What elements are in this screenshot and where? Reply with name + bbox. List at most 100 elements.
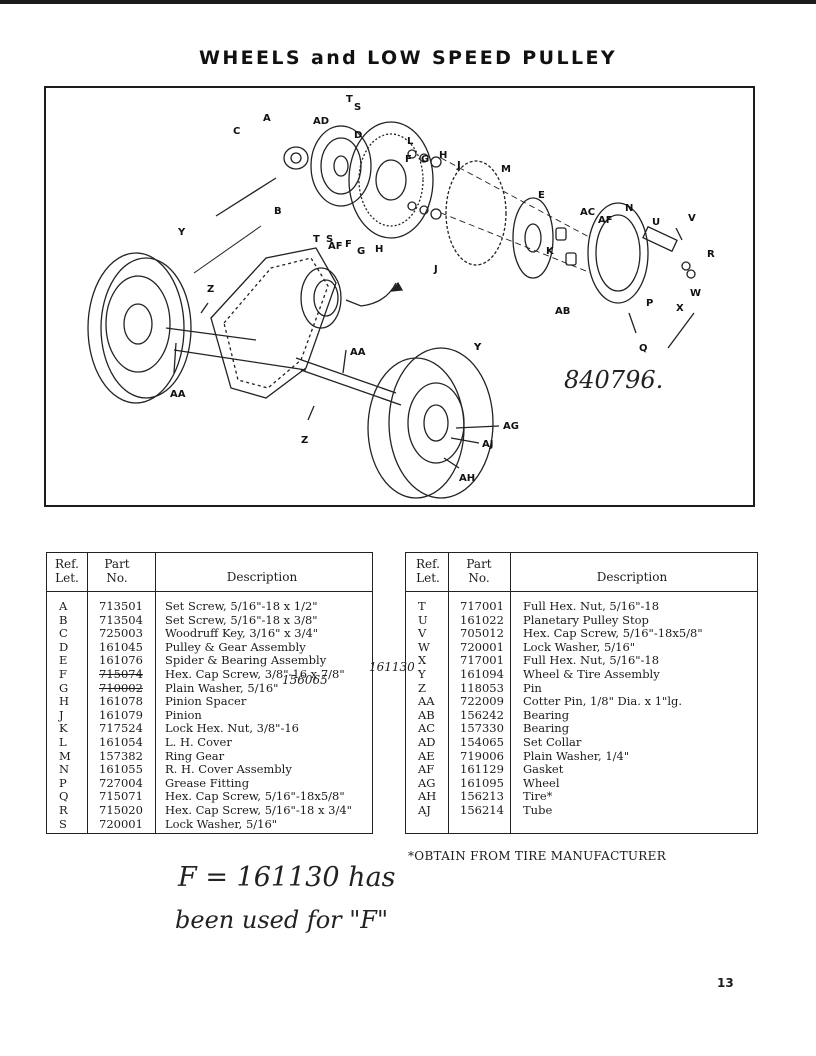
part-header: Part: [466, 557, 492, 571]
ref-letter: B: [59, 612, 68, 627]
handwritten-serial: 840796.: [564, 366, 663, 394]
ref-letter: D: [59, 639, 69, 654]
callout-label: L: [407, 136, 414, 147]
part-description: Pin: [523, 680, 542, 695]
handwritten-f-correction: 161130: [369, 660, 415, 674]
part-number: 717524: [99, 721, 143, 736]
callout-label: D: [354, 130, 362, 141]
ref-letter: M: [59, 748, 71, 763]
column-divider: [448, 553, 449, 833]
ref-letter: AC: [418, 721, 436, 736]
footnote: *OBTAIN FROM TIRE MANUFACTURER: [408, 849, 667, 863]
part-description: Grease Fitting: [165, 775, 250, 790]
ref-letter: T: [418, 599, 426, 613]
part-description: Cotter Pin, 1/8" Dia. x 1"lg.: [523, 694, 683, 709]
table-row: J 161079 Pinion: [47, 707, 372, 723]
part-description: Bearing: [523, 721, 570, 736]
ref-letter: C: [59, 626, 68, 641]
table-row: C 725003 Woodruff Key, 3/16" x 3/4": [47, 627, 372, 641]
callout-label: V: [688, 213, 696, 224]
part-number: 720001: [460, 639, 504, 654]
part-description: Pinion: [165, 707, 202, 722]
part-number: 719006: [460, 748, 504, 763]
callout-label: AF: [598, 215, 613, 226]
part-number: 161079: [99, 707, 143, 722]
callout-label: AA: [350, 347, 366, 358]
callout-label: T: [346, 94, 353, 105]
part-description: Gasket: [523, 762, 564, 777]
callout-label: AC: [580, 207, 595, 218]
callout-label: H: [439, 150, 447, 161]
part-description: Plain Washer, 5/16": [165, 680, 279, 695]
ref-letter: AF: [418, 762, 435, 777]
top-rule: [0, 0, 816, 4]
callout-label: F: [405, 154, 412, 165]
no-header: No.: [468, 571, 490, 585]
callout-label: Z: [207, 284, 214, 295]
part-number: 715071: [99, 789, 143, 804]
callout-label: W: [690, 288, 701, 299]
ref-header: Ref.: [416, 557, 440, 571]
table-row: T 717001 Full Hex. Nut, 5/16"-18: [406, 599, 757, 614]
part-description: Full Hex. Nut, 5/16"-18: [523, 599, 660, 613]
callout-label: S: [326, 234, 333, 245]
ref-letter: F: [59, 667, 67, 681]
callout-label: P: [646, 298, 653, 309]
part-number: 161094: [460, 667, 504, 681]
part-number: 715020: [99, 803, 143, 817]
ref-letter: AB: [418, 707, 435, 722]
ref-letter: V: [418, 626, 427, 641]
part-description: Woodruff Key, 3/16" x 3/4": [165, 626, 319, 641]
part-number: 727004: [99, 775, 143, 790]
page-title: WHEELS and LOW SPEED PULLEY: [199, 47, 617, 69]
callout-label: F: [345, 239, 352, 250]
part-description: Full Hex. Nut, 5/16"-18: [523, 653, 660, 668]
part-description: Planetary Pulley Stop: [523, 612, 649, 627]
part-description: Hex. Cap Screw, 5/16"-18x5/8": [165, 789, 345, 804]
part-number: 710002: [99, 680, 143, 695]
part-number: 725003: [99, 626, 143, 641]
part-description: Ring Gear: [165, 748, 225, 763]
callout-label: AF: [328, 241, 343, 252]
part-description: R. H. Cover Assembly: [165, 762, 292, 777]
callout-label: B: [274, 206, 282, 217]
callout-label: S: [354, 102, 361, 113]
callout-label: U: [652, 217, 660, 228]
callout-label: X: [676, 303, 684, 314]
callout-label: T: [313, 234, 320, 245]
part-number: 720001: [99, 816, 143, 831]
ref-letter: J: [59, 707, 64, 722]
part-number: 717001: [460, 599, 504, 613]
ref-letter: S: [59, 816, 67, 831]
table-header: Ref. Let. Part No. Description: [406, 553, 757, 592]
part-number: 705012: [460, 626, 504, 641]
callout-label: AB: [555, 306, 570, 317]
part-number: 161045: [99, 639, 143, 654]
no-header: No.: [106, 571, 128, 585]
column-divider: [87, 553, 88, 833]
callout-label: E: [538, 190, 545, 201]
description-header: Description: [226, 570, 298, 584]
column-divider: [155, 553, 156, 833]
part-description: Wheel & Tire Assembly: [523, 667, 660, 681]
ref-letter: L: [59, 735, 67, 749]
ref-letter: AG: [418, 775, 436, 790]
table-header: Ref. Let. Part No. Description: [47, 553, 372, 592]
